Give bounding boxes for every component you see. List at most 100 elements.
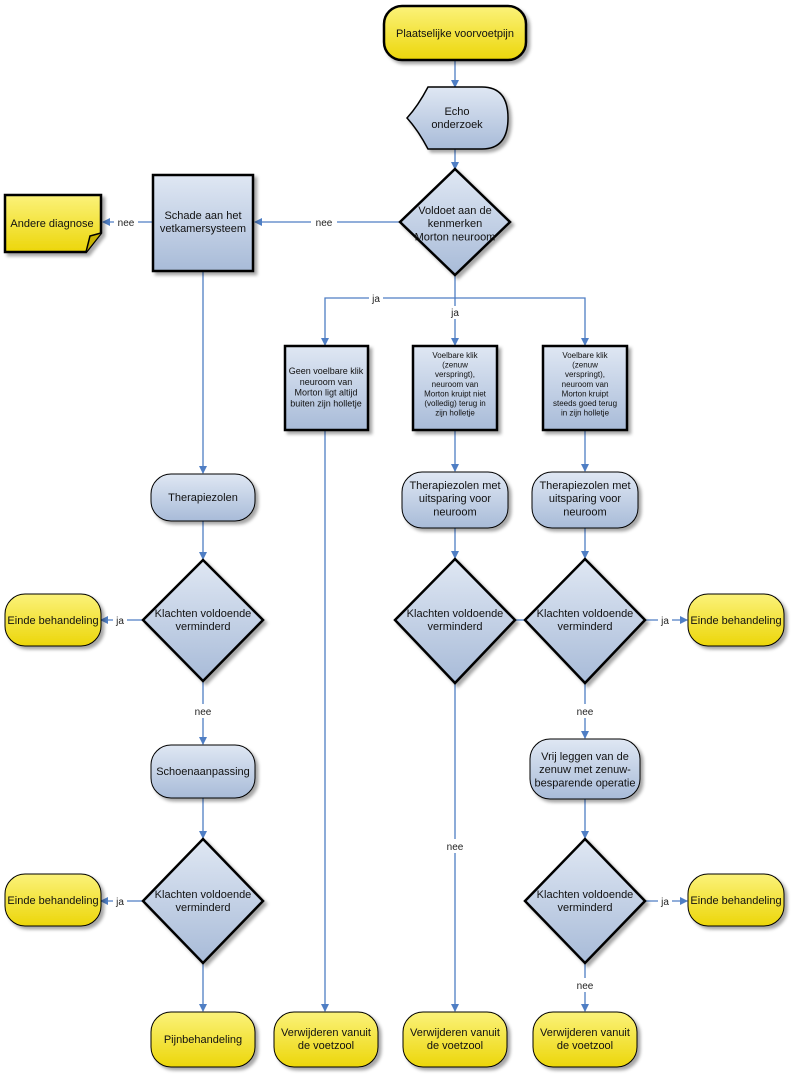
label-nee-1: nee: [316, 218, 333, 229]
klachten3-node: [523, 557, 647, 685]
node-text-line: verminderd: [557, 621, 612, 633]
node-text-line: Voldoet aan de: [418, 205, 491, 217]
node-text-line: in zijn holletje: [561, 409, 610, 418]
node-text-line: Morton ligt altijd: [294, 388, 357, 398]
node-text-line: Plaatselijke voorvoetpijn: [396, 28, 514, 40]
node-text-line: steeds goed terug: [553, 399, 617, 408]
node-text-line: buiten zijn holletje: [290, 398, 362, 408]
label-ja-6: ja: [660, 897, 669, 908]
schoenaanpassing-node: [150, 744, 256, 799]
node-text-line: neuroom van: [300, 377, 353, 387]
node-text-line: Therapiezolen met: [409, 480, 500, 492]
schoenaanpassing-node-text: Schoenaanpassing: [156, 766, 250, 778]
label-nee-5: nee: [447, 842, 464, 853]
node-text-line: Morton kruipt niet: [424, 389, 487, 398]
node-text-line: de voetzool: [427, 1040, 483, 1052]
node-text-line: besparende operatie: [535, 777, 636, 789]
pijnbehandeling-node: [150, 1011, 256, 1068]
node-text-line: verspringt),: [435, 370, 475, 379]
label-ja-3: ja: [115, 616, 124, 627]
node-text-line: Klachten voldoende: [537, 889, 634, 901]
node-text-line: Schade aan het: [164, 210, 241, 222]
label-ja-4: ja: [660, 616, 669, 627]
einde4-node-text: Einde behandeling: [690, 895, 781, 907]
case3-node: [541, 344, 629, 432]
node-text-line: (zenuw: [442, 361, 468, 370]
label-nee-3: nee: [195, 707, 212, 718]
edge-labels: nee nee ja ja ja ja nee nee nee ja ja ne…: [113, 215, 672, 992]
node-text-line: neuroom: [433, 506, 476, 518]
verwijderen3-node: [532, 1011, 638, 1068]
node-text-line: Pijnbehandeling: [164, 1034, 242, 1046]
node-text-line: Einde behandeling: [7, 895, 98, 907]
start-node-text: Plaatselijke voorvoetpijn: [396, 28, 514, 40]
node-text-line: onderzoek: [431, 119, 483, 131]
node-text-line: Geen voelbare klik: [289, 366, 364, 376]
case2-node: [411, 344, 499, 432]
klachten1-node: [141, 558, 265, 683]
node-text-line: Einde behandeling: [690, 895, 781, 907]
pijnbehandeling-node-text: Pijnbehandeling: [164, 1034, 242, 1046]
node-text-line: Echo: [444, 106, 469, 118]
label-ja-2: ja: [450, 308, 459, 319]
node-text-line: Klachten voldoende: [155, 608, 252, 620]
node-text-line: Verwijderen vanuit: [410, 1027, 500, 1039]
node-text-line: verminderd: [175, 902, 230, 914]
node-text-line: kenmerken: [428, 218, 482, 230]
node-text-line: de voetzool: [298, 1040, 354, 1052]
node-text-line: verminderd: [175, 621, 230, 633]
einde1-node-text: Einde behandeling: [7, 615, 98, 627]
node-text-line: Klachten voldoende: [537, 608, 634, 620]
node-text-line: Therapiezolen: [168, 492, 238, 504]
node-text-line: (volledig) terug in: [424, 399, 485, 408]
node-text-line: neuroom van: [562, 380, 609, 389]
klachten5-node: [523, 837, 647, 965]
vrij-leggen-node: [529, 738, 641, 800]
label-ja-1: ja: [371, 294, 380, 305]
label-nee-2: nee: [118, 218, 135, 229]
node-text-line: Verwijderen vanuit: [540, 1027, 630, 1039]
node-text-line: neuroom van: [432, 380, 479, 389]
therapiezolen-node-text: Therapiezolen: [168, 492, 238, 504]
echo-node: [405, 86, 509, 150]
node-text-line: verspringt),: [565, 370, 605, 379]
node-text-line: vetkamersysteem: [160, 223, 246, 235]
schade-node: [151, 173, 255, 273]
start-node: [382, 4, 528, 62]
node-text-line: Einde behandeling: [7, 615, 98, 627]
node-text-line: Klachten voldoende: [407, 608, 504, 620]
node-text-line: zijn holletje: [435, 409, 475, 418]
node-text-line: (zenuw: [572, 361, 598, 370]
node-text-line: de voetzool: [557, 1040, 613, 1052]
label-ja-5: ja: [115, 897, 124, 908]
klachten4-node: [141, 837, 265, 965]
node-text-line: Klachten voldoende: [155, 889, 252, 901]
node-text-line: verminderd: [557, 902, 612, 914]
node-text-line: uitsparing voor: [549, 493, 621, 505]
einde4-node: [687, 873, 785, 927]
node-text-line: neuroom: [563, 506, 606, 518]
node-text-line: zenuw met zenuw-: [539, 764, 631, 776]
verwijderen2-node: [402, 1011, 508, 1068]
therapiezolen3-node: [531, 471, 639, 529]
node-text-line: uitsparing voor: [419, 493, 491, 505]
node-text-line: Voelbare klik: [432, 351, 478, 360]
node-text-line: verminderd: [427, 621, 482, 633]
node-text-line: Andere diagnose: [10, 218, 93, 230]
einde3-node-text: Einde behandeling: [7, 895, 98, 907]
einde3-node: [4, 873, 102, 927]
